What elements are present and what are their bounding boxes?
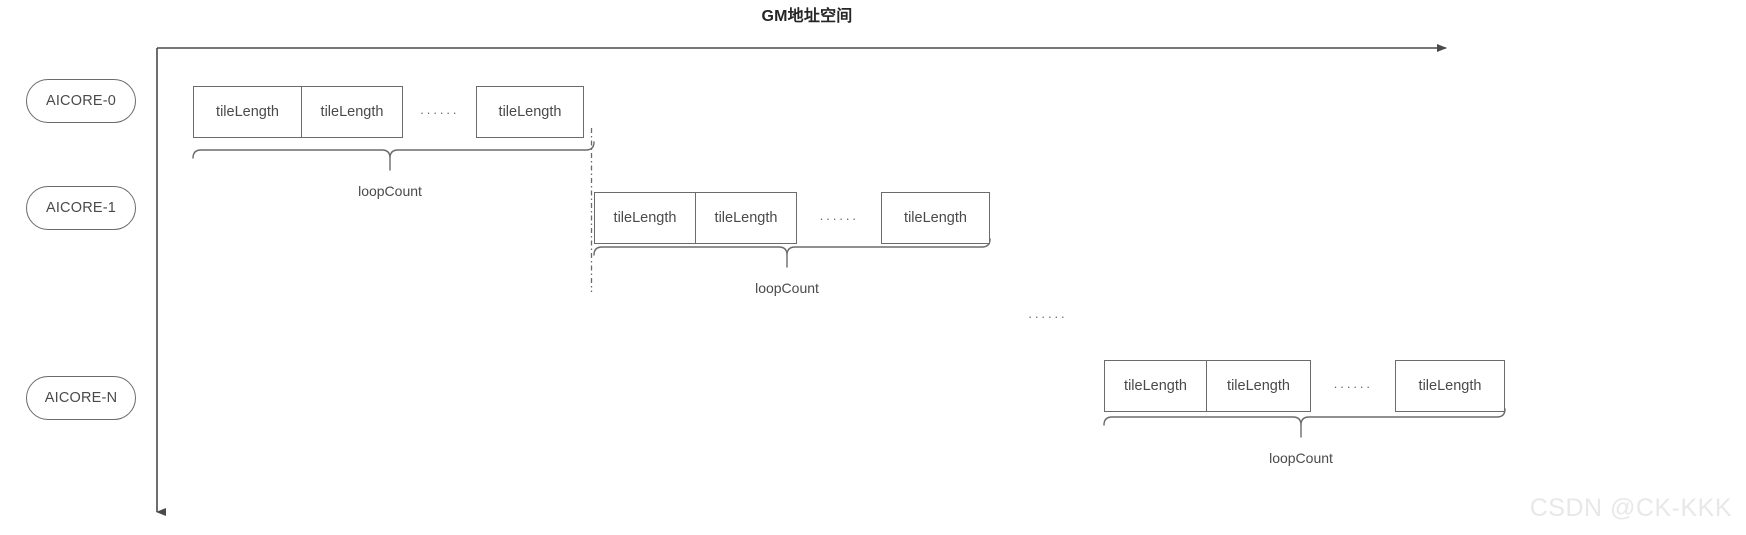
ellipsis-dots: ······ [819, 210, 859, 226]
page-title-text: GM地址空间 [761, 8, 853, 25]
brace-caption-row-2: loopCount [1221, 450, 1381, 466]
tile-box[interactable]: tileLength [881, 192, 990, 244]
tile-label: tileLength [320, 104, 384, 120]
tile-box[interactable]: tileLength [1395, 360, 1505, 412]
core-capsule-aicore-1[interactable]: AICORE-1 [26, 186, 136, 230]
tile-row-ellipsis: ······ [403, 86, 476, 138]
tile-box[interactable]: tileLength [594, 192, 696, 244]
tile-box[interactable]: tileLength [476, 86, 584, 138]
core-capsule-aicore-0[interactable]: AICORE-0 [26, 79, 136, 123]
tile-label: tileLength [1124, 378, 1187, 394]
tile-label: tileLength [498, 104, 562, 120]
tile-label: tileLength [1418, 378, 1482, 394]
tile-label: tileLength [904, 210, 967, 226]
brace-caption-text: loopCount [1269, 450, 1333, 466]
watermark-text: CSDN @CK-KKK [1529, 494, 1732, 522]
ellipsis-dots: ······ [1333, 378, 1373, 394]
tile-box[interactable]: tileLength [1104, 360, 1207, 412]
tile-box[interactable]: tileLength [193, 86, 302, 138]
tile-label: tileLength [216, 104, 279, 120]
tile-row-aicore-1: tileLength tileLength ······ tileLength [594, 192, 990, 244]
ellipsis-dots: ······ [1028, 309, 1068, 324]
tile-box[interactable]: tileLength [696, 192, 797, 244]
tile-label: tileLength [714, 210, 778, 226]
core-capsule-aicore-n[interactable]: AICORE-N [26, 376, 136, 420]
page-title: GM地址空间 [0, 2, 1746, 26]
tile-box[interactable]: tileLength [302, 86, 403, 138]
brace-caption-row-1: loopCount [707, 280, 867, 296]
rows-continuation-ellipsis: ······ [1028, 308, 1067, 326]
brace-row-0 [192, 141, 595, 159]
core-label: AICORE-0 [45, 93, 117, 109]
brace-caption-text: loopCount [755, 280, 819, 296]
core-label: AICORE-N [44, 390, 118, 406]
tile-row-aicore-0: tileLength tileLength ······ tileLength [193, 86, 584, 138]
core-label: AICORE-1 [45, 200, 117, 216]
tile-row-ellipsis: ······ [1311, 360, 1395, 412]
brace-caption-text: loopCount [358, 183, 422, 199]
tile-row-aicore-n: tileLength tileLength ······ tileLength [1104, 360, 1505, 412]
brace-caption-row-0: loopCount [310, 183, 470, 199]
tile-row-ellipsis: ······ [797, 192, 881, 244]
tile-label: tileLength [1227, 378, 1290, 394]
tile-box[interactable]: tileLength [1207, 360, 1311, 412]
ellipsis-dots: ······ [419, 104, 460, 120]
watermark: CSDN @CK-KKK [1530, 494, 1732, 523]
tile-label: tileLength [613, 210, 677, 226]
